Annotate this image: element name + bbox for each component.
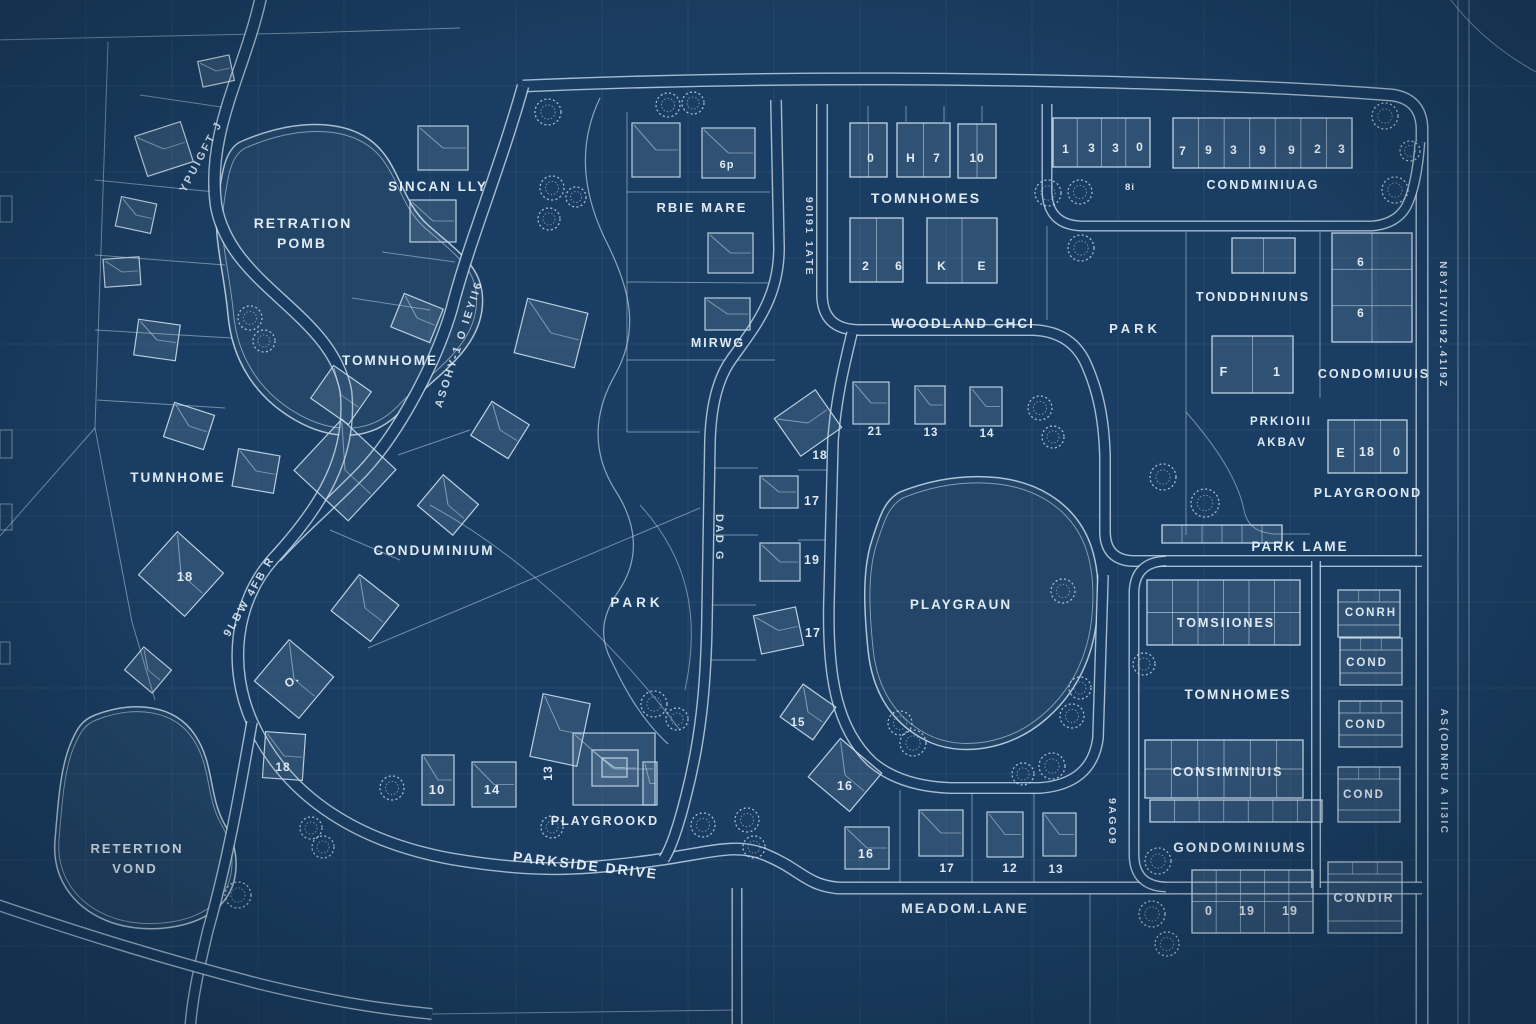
vignette-overlay [0,0,1536,1024]
blueprint-site-plan: RETRATIONPOMBSINCAN LLYTOMNHOMETUMNHOMEC… [0,0,1536,1024]
blueprint-page: RETRATIONPOMBSINCAN LLYTOMNHOMETUMNHOMEC… [0,0,1536,1024]
